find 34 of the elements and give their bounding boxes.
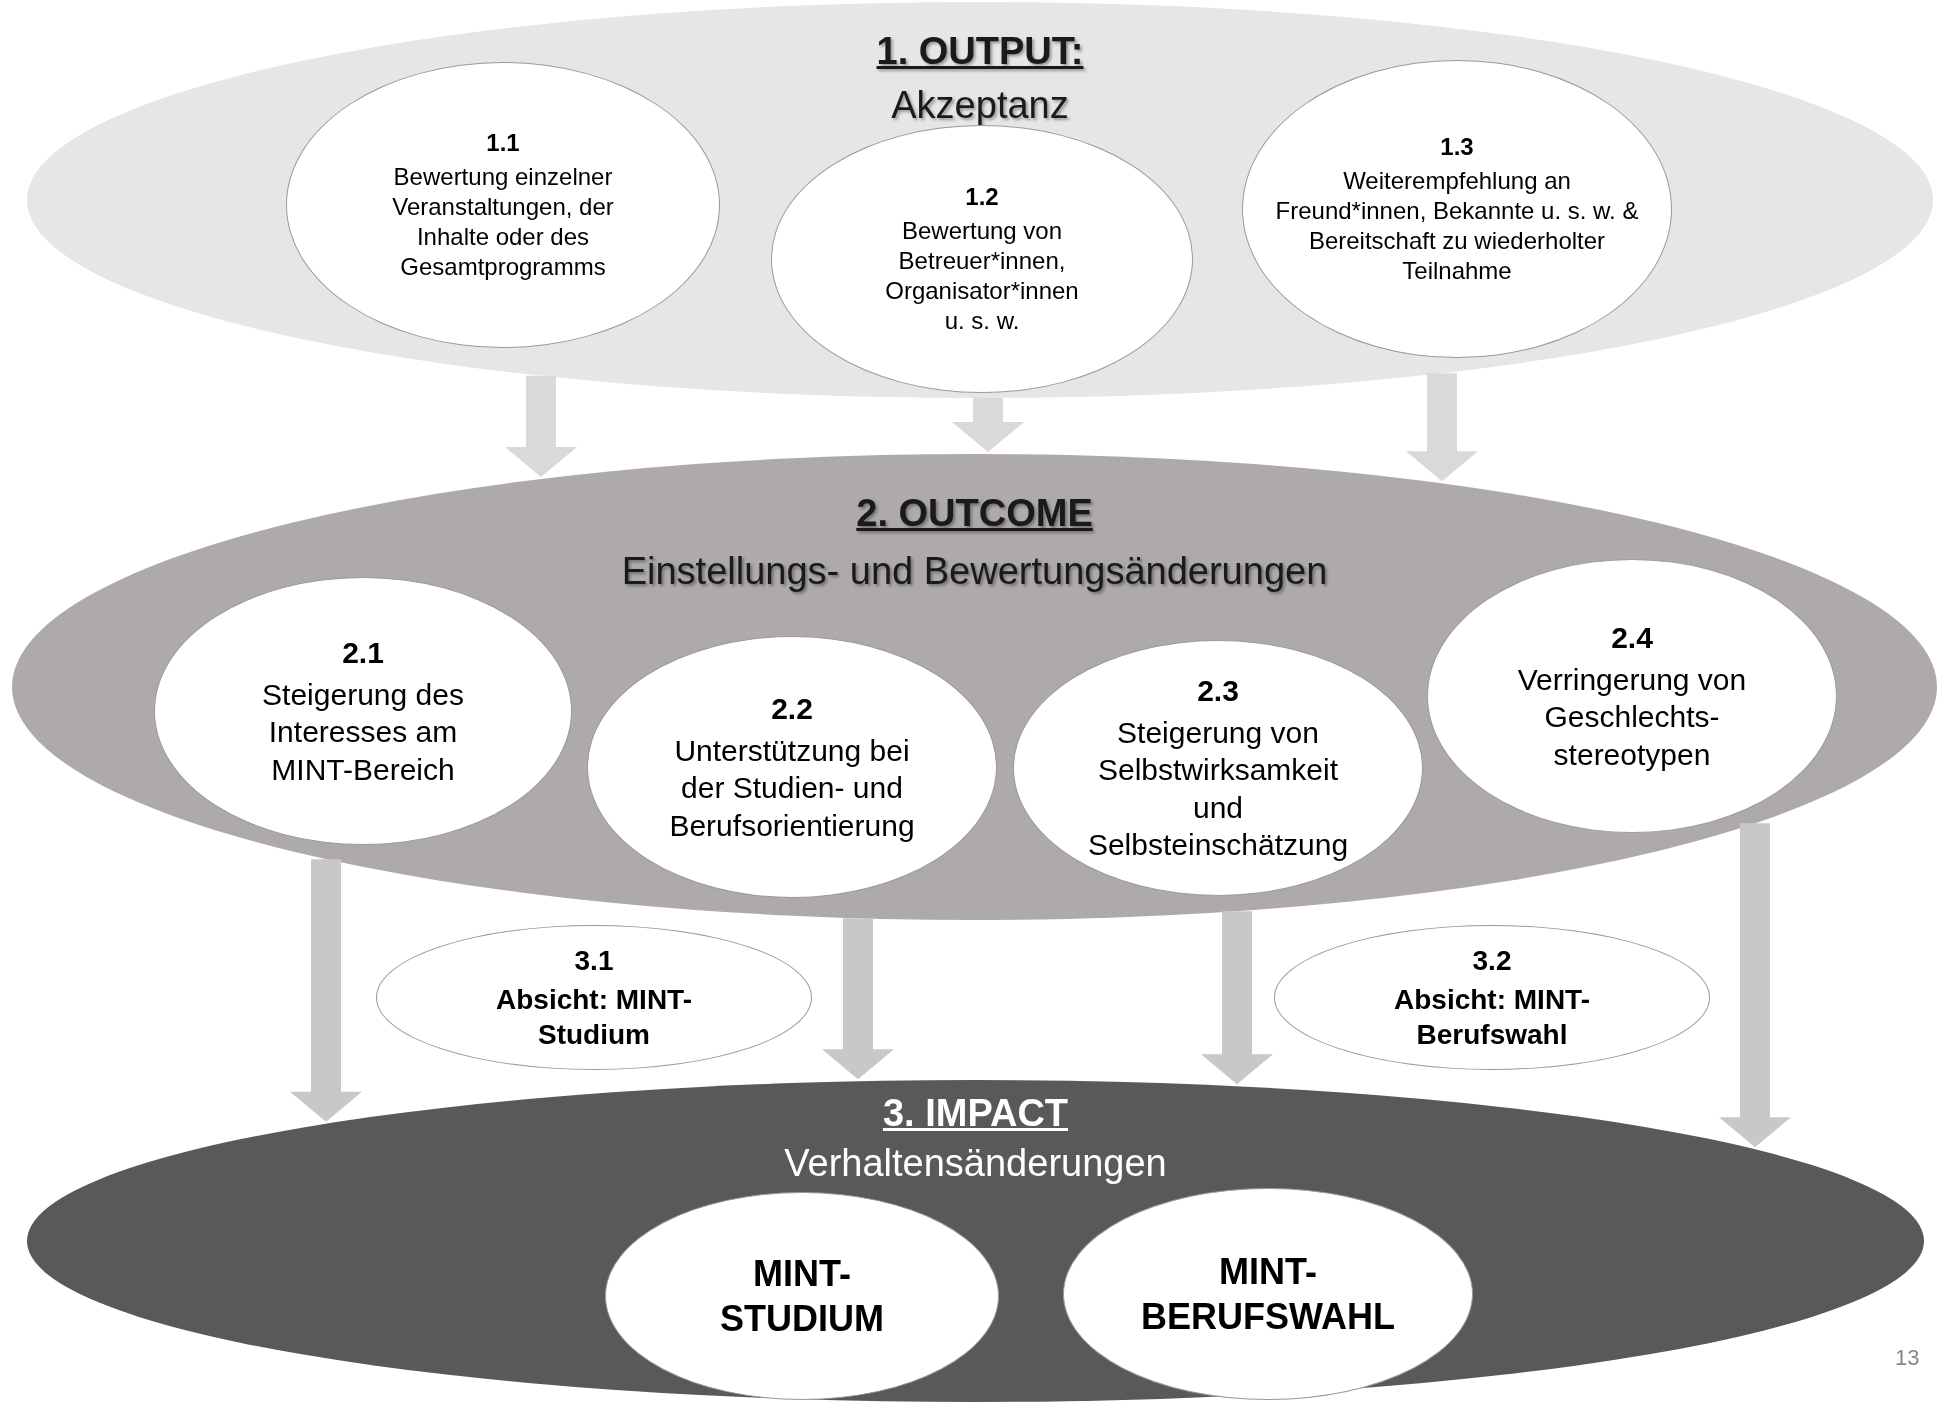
band-heading: 3. IMPACT [882, 1091, 1069, 1136]
item-text: Absicht: MINT- Berufswahl [1393, 983, 1591, 1052]
band-heading: 1. OUTPUT: [876, 29, 1084, 74]
band-subtitle: Akzeptanz [891, 83, 1069, 128]
item-text: Bewertung von Betreuer*innen, Organisator*innen u. s. w. [884, 216, 1080, 336]
block-arrow [505, 375, 577, 477]
block-arrow [1406, 373, 1478, 482]
item-number: 3.2 [1472, 944, 1512, 978]
item-number: 1.3 [1440, 132, 1474, 162]
item-text: MINT- STUDIUM [719, 1252, 885, 1341]
item-text: Verringerung von Geschlechts- stereotypen [1516, 661, 1748, 773]
item-text: Steigerung von Selbstwirksamkeit und Selbsteinschätzung [1086, 714, 1350, 864]
block-arrow [822, 918, 894, 1080]
band-subtitle: Einstellungs- und Bewertungsänderungen [621, 549, 1328, 594]
item-text: Bewertung einzelner Veranstaltungen, der Inhalte oder des Gesamtprogramms [391, 162, 615, 282]
item-text: Absicht: MINT- Studium [495, 983, 693, 1052]
item-number: 2.4 [1611, 620, 1653, 656]
item-number: 3.1 [574, 944, 614, 978]
item-number: 1.2 [965, 182, 999, 212]
band-heading: 2. OUTCOME [856, 491, 1093, 536]
item-number: 2.2 [771, 691, 813, 727]
block-arrow [290, 859, 362, 1122]
item-number: 1.1 [486, 128, 520, 158]
item-number: 2.1 [342, 635, 384, 671]
band-subtitle: Verhaltensänderungen [784, 1141, 1167, 1186]
block-arrow [1719, 823, 1791, 1148]
page-number: 13 [1895, 1345, 1920, 1371]
item-text: Steigerung des Interesses am MINT-Bereich [261, 676, 465, 788]
block-arrow [952, 398, 1024, 452]
item-text: Weiterempfehlung an Freund*innen, Bekannte u. s. w. & Bereitschaft zu wiederholter Teilnahme [1274, 166, 1640, 286]
item-number: 2.3 [1197, 673, 1239, 710]
item-text: MINT- BERUFSWAHL [1140, 1250, 1396, 1339]
block-arrow [1201, 911, 1273, 1085]
item-text: Unterstützung bei der Studien- und Berufsorientierung [668, 732, 916, 844]
